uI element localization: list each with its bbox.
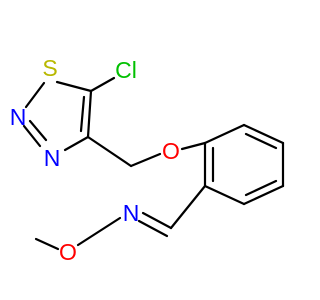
bond-benzene-5 (203, 184, 246, 206)
bond-c4-ch2 (86, 135, 133, 168)
bond-n2-s1 (24, 81, 46, 109)
bond-ch2-o (129, 152, 162, 168)
bond-lines (22, 76, 285, 251)
bond-benzene-2 (242, 123, 285, 145)
sulfur-atom-label: S (42, 55, 57, 81)
nitrogen-ring-bottom-label: N (44, 145, 61, 171)
atom-labels: S Cl N N O N O (10, 55, 180, 265)
chemical-structure: S Cl N N O N O (10, 55, 285, 265)
bond-c5-c4 (86, 89, 93, 139)
bond-benzene-2-double (244, 132, 278, 150)
bond-n3-n2 (22, 124, 42, 148)
bond-aryl-ch (169, 184, 207, 230)
bond-c4-n3 (63, 135, 90, 152)
bond-c5-c4-double (79, 95, 86, 133)
bond-benzene-4 (242, 184, 285, 206)
oxygen-ether-label: O (162, 138, 180, 164)
bond-o-aryl (180, 141, 207, 151)
bond-ch-n (141, 211, 173, 230)
bond-ch-n-double (137, 219, 169, 238)
nitrogen-oxime-label: N (123, 200, 140, 226)
chlorine-atom-label: Cl (115, 57, 137, 83)
bond-n-o (76, 216, 122, 247)
bond-c5-cl (89, 76, 116, 93)
bond-o-methyl (34, 237, 60, 251)
bond-s1-c5 (55, 80, 93, 93)
oxygen-methoxy-label: O (59, 239, 77, 265)
nitrogen-ring-top-label: N (10, 104, 27, 130)
bond-n3-n2-double (28, 119, 48, 142)
bond-benzene-1 (203, 123, 246, 145)
bond-benzene-4-double (244, 179, 278, 197)
